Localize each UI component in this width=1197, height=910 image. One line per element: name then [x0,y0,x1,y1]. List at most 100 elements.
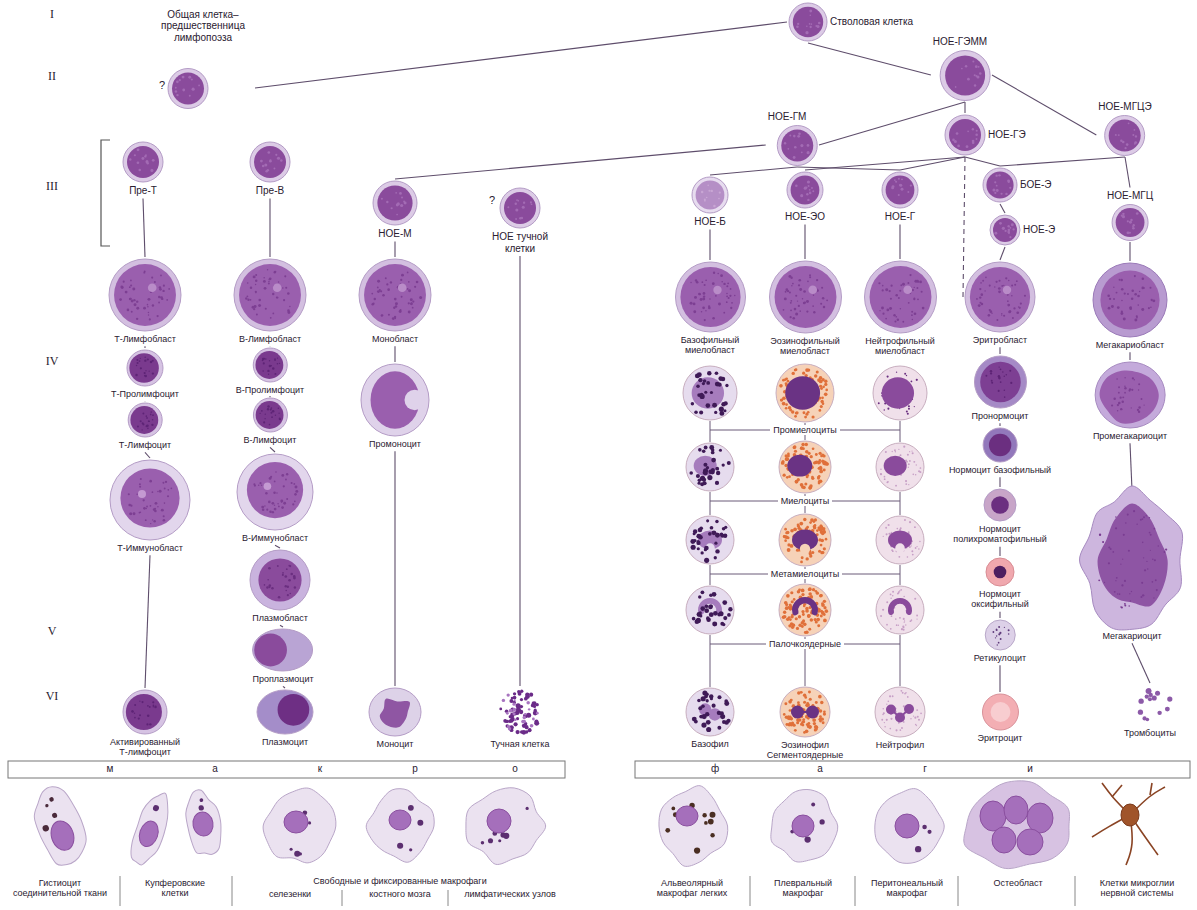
granulocyte-stage-cell-part [823,606,826,609]
granulocyte-stage-cell-part [898,449,899,450]
cell-shape-part [277,565,279,567]
cell-shape-part [723,312,725,314]
cell-shape-part [513,711,517,715]
macrophage-band-part [8,761,565,778]
cell-shape-part [989,285,991,287]
lineage-line [145,555,150,688]
cell-shape-part [896,319,898,321]
cell-shape-part [1132,224,1134,226]
granulocyte-stage-cell-part [895,451,896,452]
cell-shape [123,142,163,182]
cell-shape-part [513,722,517,726]
granulocyte-stage-cell-part [779,584,831,636]
granulocyte-stage-cell-part [825,389,828,392]
granulocyte-stage-cell-part [891,615,893,617]
cell-shape-part [869,266,931,328]
cell-shape-part [998,290,1001,293]
cell-shape-part [990,310,993,313]
granulocyte-stage-cell-part [895,485,897,487]
caption-divider-part [855,876,856,906]
granulocyte-stage-cell-part [698,598,722,615]
cell-shape-part [980,282,982,284]
granulocyte-stage-cell-part [696,474,700,478]
cell-shape-part [910,184,912,186]
cell-shape-part [788,292,790,294]
granulocyte-stage-cell-part [886,624,888,626]
granulocyte-stage-cell-part [795,617,798,620]
cell-shape-part [278,418,280,420]
granulocyte-stage-cell-part [900,454,902,456]
cell-shape-part [701,722,706,727]
cell-shape-part [274,508,277,511]
cell-shape-part [401,196,403,198]
cell-shape-part [506,712,509,715]
cell-shape-part [705,279,707,281]
cell-shape-part [790,300,792,302]
granulocyte-stage-cell-part [904,622,905,623]
granulocyte-stage-cell [686,516,734,564]
granulocyte-stage-cell-part [821,396,824,399]
cell-shape-part [372,303,374,305]
cell-shape-part [277,297,279,299]
cell-shape-part [994,286,995,287]
cell-shape-part [803,701,806,704]
lineage-line [1000,247,1005,260]
cell-shape-part [152,159,155,162]
cell-shape-part [143,507,146,510]
granulocyte-stage-cell-part [689,471,693,475]
cell-shape-part [808,185,810,187]
granulocyte-stage-cell-part [918,548,920,550]
cell-shape-part [515,730,519,734]
cell-shape-part [289,593,291,595]
granulocyte-stage-cell-part [825,462,828,465]
granulocyte-stage-cell-part [719,611,724,616]
cell-shape-part [261,410,263,412]
cell-shape-part [809,189,811,191]
stage-line-part [710,492,711,515]
cell-node: НОЕ-Э [988,213,1057,247]
cell-shape-part [809,10,812,13]
cell-node: НОЕ-Г [880,170,920,225]
cell-shape-part [717,726,721,730]
granulocyte-stage-cell-part [899,529,901,531]
cell-shape-part [819,709,823,713]
granulocyte-stage-cell-part [898,556,900,558]
granulocyte-stage-cell-part [714,622,717,625]
granulocyte-stage-cell-part [701,590,705,594]
cell-shape-part [382,315,384,317]
cell-shape-part [189,94,191,96]
cell-label: ? [489,194,495,207]
granulocyte-stage-cell-part [790,615,793,618]
cell-shape-part [999,222,1002,225]
cell-shape-part [157,491,158,492]
cell-shape-part [119,298,122,301]
cell-shape-part [150,505,152,507]
bone-marrow-macrophage-part [409,848,412,851]
granulocyte-stage-cell-part [823,469,826,472]
cell-shape-part [260,160,263,163]
cell-shape-part [1105,115,1145,155]
cell-shape-part [267,269,268,270]
cell-shape-part [274,504,276,506]
cell-shape-part [782,309,784,311]
cell-shape-part [523,201,525,203]
cell-shape-part [381,314,383,316]
granulocyte-stage-cell-part [919,471,920,472]
granulocyte-stage-cell-part [793,446,796,449]
macrophage-band [8,761,1190,778]
granulocyte-stage-cell-part [884,456,907,476]
cell-shape-part [1148,307,1150,309]
cell-shape-part [377,287,379,289]
cell-label: НОЕ-Г [885,211,915,223]
cell-shape-part [787,172,823,208]
cell-shape-part [1134,319,1137,322]
kupffer-cell-part [182,787,226,858]
granulocyte-stage-cell-part [821,551,824,554]
cell-shape-part [727,297,729,299]
granulocyte-stage-cell-part [806,526,809,529]
cell-shape-part [141,429,142,430]
cell-shape-part [270,317,272,319]
cell-shape-part [139,701,140,702]
granulocyte-stage-cell-part [818,459,821,462]
cell-shape-part [272,293,274,295]
